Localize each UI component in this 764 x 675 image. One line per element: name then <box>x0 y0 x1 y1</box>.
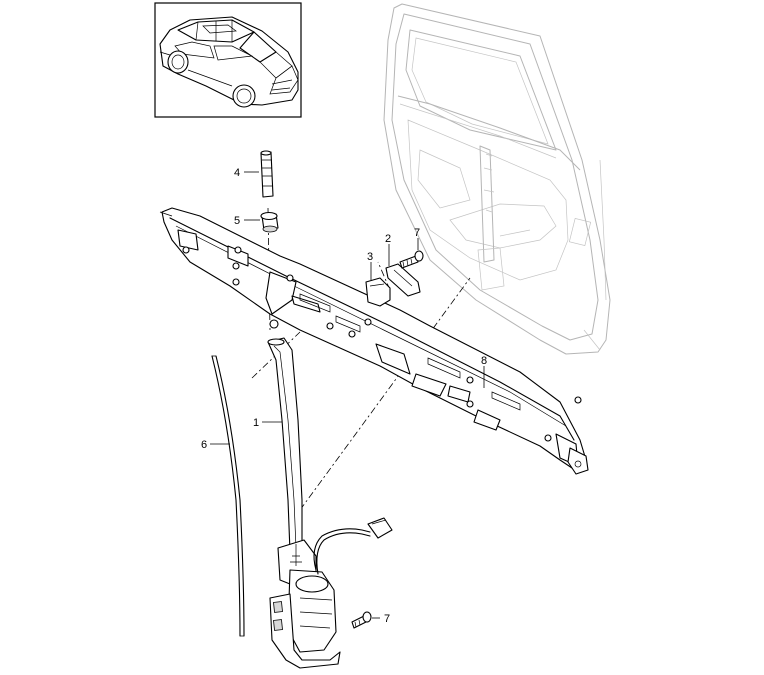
callout-4: 4 <box>234 167 240 179</box>
suv-illustration <box>159 16 299 108</box>
front-wheel <box>232 84 256 108</box>
callout-3: 3 <box>367 251 373 263</box>
part-7-screw-top <box>399 250 424 269</box>
door-outline-ghost <box>383 3 611 355</box>
part-2-bracket <box>385 263 421 297</box>
part-5-grommet <box>260 211 279 233</box>
callout-labels: 4 5 3 2 7 8 1 6 7 <box>201 167 487 625</box>
rail-slots <box>299 293 521 411</box>
callout-8: 8 <box>481 355 487 367</box>
part-4-pin <box>260 150 274 198</box>
callout-6: 6 <box>201 439 207 451</box>
rail-holes <box>182 246 582 442</box>
part-6-seal-strip <box>211 355 245 637</box>
callout-7-bottom: 7 <box>384 613 390 625</box>
callout-1: 1 <box>253 417 259 429</box>
callout-5: 5 <box>234 215 240 227</box>
part-1-window-regulator <box>267 337 393 669</box>
part-8-guide-rail <box>159 207 589 475</box>
part-3-cover <box>365 277 391 307</box>
callout-7-top: 7 <box>414 227 420 239</box>
vehicle-thumbnail <box>154 2 302 118</box>
leader-lines <box>210 171 485 619</box>
rear-wheel <box>167 50 189 74</box>
callout-2: 2 <box>385 233 391 245</box>
part-7-screw-bottom <box>351 611 372 629</box>
